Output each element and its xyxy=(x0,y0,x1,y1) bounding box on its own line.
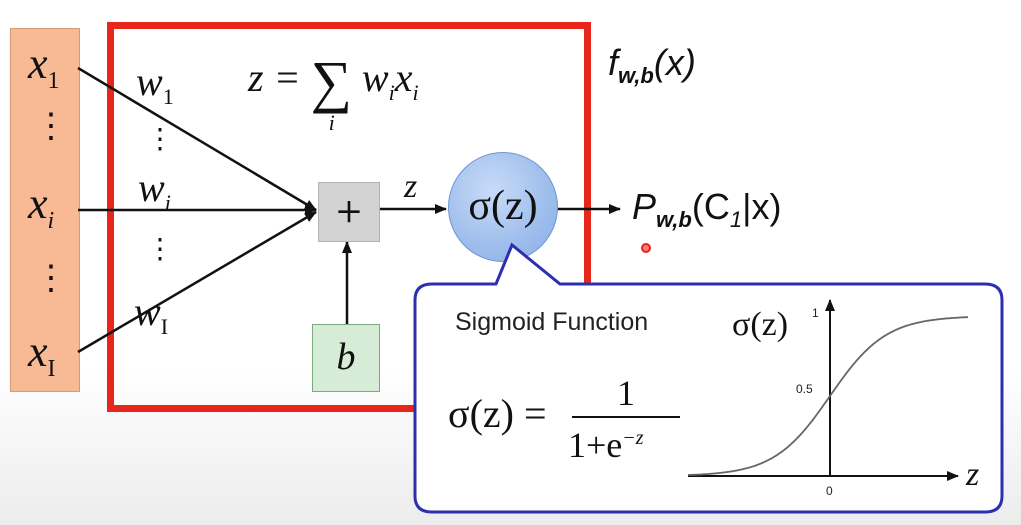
sigmoid-equation-denominator: 1+e−z xyxy=(568,425,644,465)
fraction-bar xyxy=(572,416,680,418)
input-xi: xi xyxy=(28,179,55,234)
sigmoid-equation-lhs: σ(z) = xyxy=(448,391,547,436)
sum-node: + xyxy=(318,182,380,242)
sum-index: i xyxy=(328,110,335,135)
graph-tick-1: 1 xyxy=(812,306,819,320)
graph-tick-05: 0.5 xyxy=(796,382,813,396)
weight-dots-bottom: ⋮ xyxy=(146,234,174,265)
weight-wI: wI xyxy=(134,289,169,339)
bias-node: b xyxy=(312,324,380,392)
input-dots-bottom: ⋮ xyxy=(34,260,68,297)
sigmoid-node: σ(z) xyxy=(448,152,558,262)
output-probability: Pw,b(C1|x) xyxy=(632,186,782,233)
input-xI: xI xyxy=(28,327,56,382)
input-dots-top: ⋮ xyxy=(34,108,68,145)
sum-sign: ∑i xyxy=(310,49,352,135)
input-x1: x1 xyxy=(28,39,60,94)
sigmoid-equation-numerator: 1 xyxy=(617,373,635,413)
sum-formula: z = ∑i wixi xyxy=(248,48,419,135)
edge-x1-to-sum xyxy=(77,66,317,212)
input-column xyxy=(10,28,80,392)
weight-dots-top: ⋮ xyxy=(146,124,174,155)
graph-xlabel: z xyxy=(966,456,980,493)
z-label: z xyxy=(404,168,418,205)
weight-w1: w1 xyxy=(136,59,174,109)
formula-term: wixi xyxy=(361,55,419,105)
neuron-box xyxy=(107,22,591,412)
callout-bubble xyxy=(413,242,1004,514)
cursor-dot xyxy=(641,243,651,253)
graph-ylabel: σ(z) xyxy=(732,306,789,343)
formula-lhs: z = xyxy=(248,55,311,100)
weight-wi: wi xyxy=(138,165,171,215)
callout-title: Sigmoid Function xyxy=(455,308,649,336)
edge-xI-to-sum xyxy=(77,210,317,354)
sigmoid-curve xyxy=(687,316,969,476)
graph-tick-0: 0 xyxy=(826,484,833,498)
function-label: fw,b(x) xyxy=(608,42,696,89)
